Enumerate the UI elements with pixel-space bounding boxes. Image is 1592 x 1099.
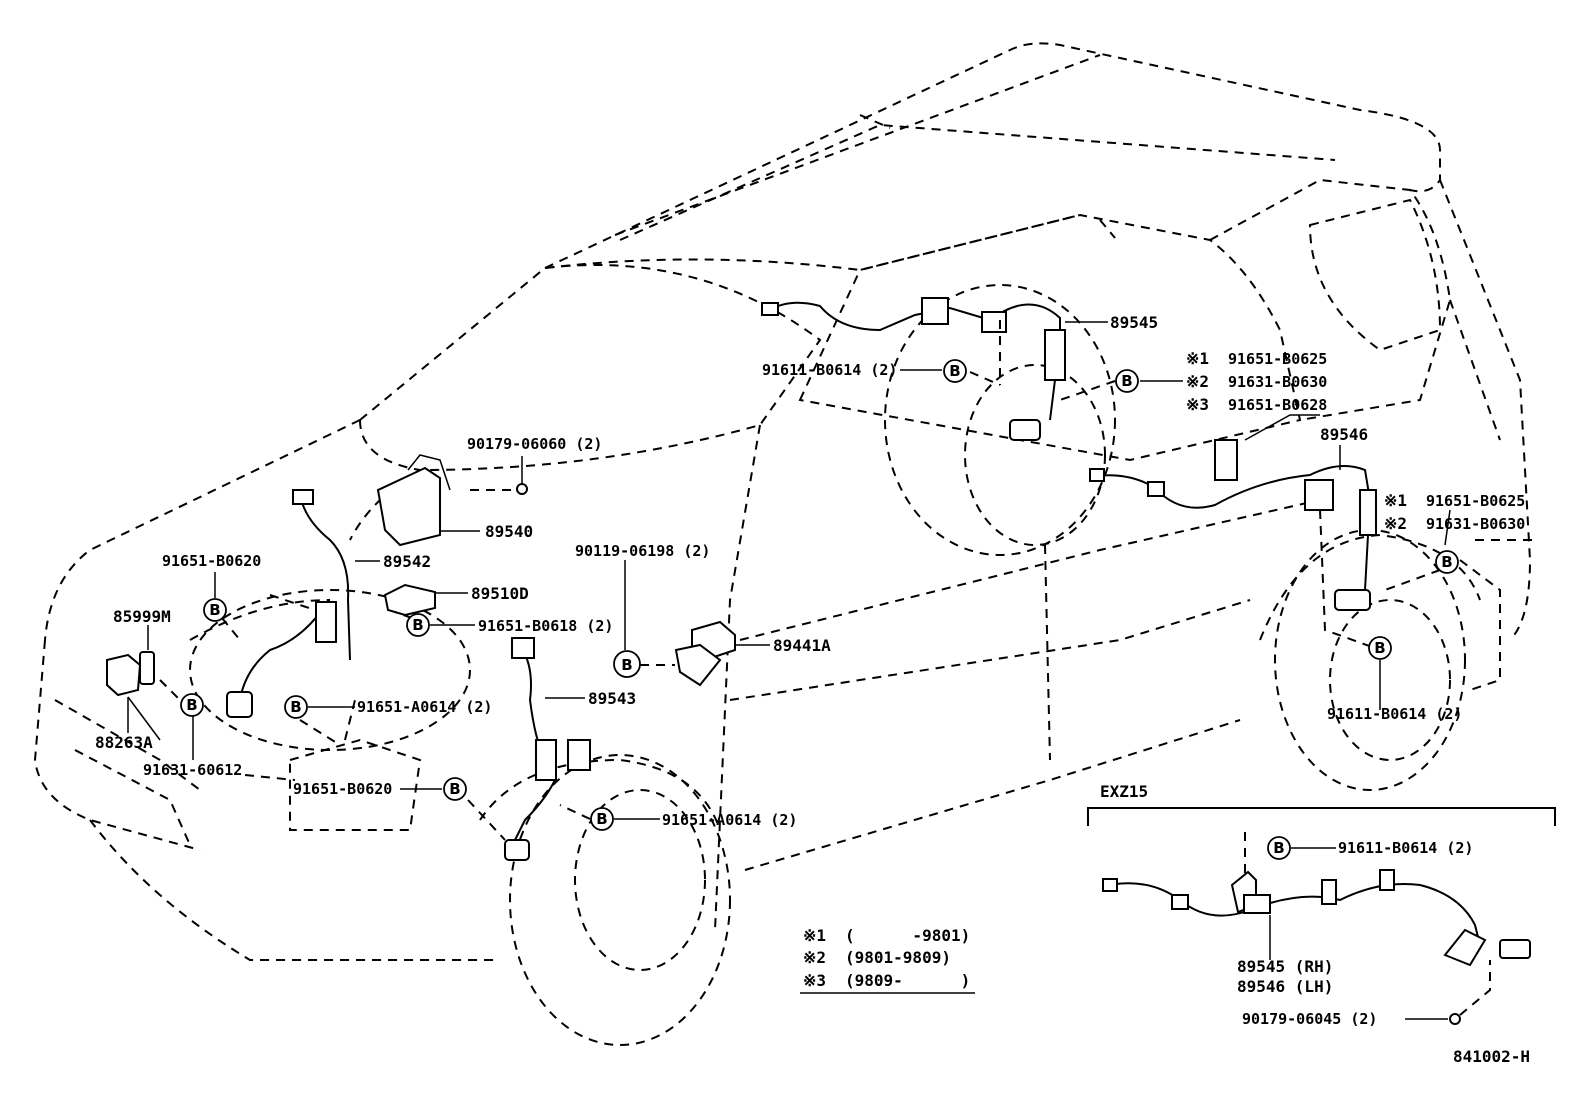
- vehicle-outline: [33, 42, 1535, 1046]
- svg-text:B: B: [596, 810, 607, 828]
- label-91611-b0614-top: 91611-B0614 (2): [762, 361, 897, 379]
- label-89545: 89545: [1110, 313, 1158, 332]
- svg-text:B: B: [1121, 372, 1132, 390]
- svg-text:B: B: [1441, 553, 1452, 571]
- callout-right-part-2: 91631-B0630: [1426, 515, 1525, 533]
- label-89546-lh: 89546 (LH): [1237, 977, 1333, 996]
- front-sensor-harness-89543: [504, 637, 591, 861]
- callout-upper-part-3: 91651-B0628: [1228, 396, 1327, 414]
- exz15-inset: EXZ15 91611-B0614 (2) 89545 (RH) 89546 (…: [1087, 782, 1556, 1028]
- svg-text:B: B: [186, 696, 197, 714]
- bolt-marker: B: [180, 693, 204, 717]
- callout-upper-part-2: 91631-B0630: [1228, 373, 1327, 391]
- callout-right-mark-1: ※1: [1384, 491, 1407, 510]
- label-89546: 89546: [1320, 425, 1368, 444]
- svg-text:B: B: [949, 362, 960, 380]
- svg-text:B: B: [449, 780, 460, 798]
- svg-text:B: B: [290, 698, 301, 716]
- callout-right-part-1: 91651-B0625: [1426, 492, 1525, 510]
- label-89540: 89540: [485, 522, 533, 541]
- bolt-marker: B: [1115, 369, 1139, 393]
- legend-range-1: ( -9801): [845, 926, 970, 945]
- bolt-marker: B: [1267, 836, 1291, 860]
- bolt-marker: B: [203, 598, 227, 622]
- svg-text:B: B: [1273, 839, 1284, 857]
- label-91651-b0620-low: 91651-B0620: [293, 780, 392, 798]
- sensor-89510d: [383, 583, 436, 617]
- yaw-sensor-89441a: [674, 620, 736, 687]
- callout-upper-mark-3: ※3: [1186, 395, 1209, 414]
- sensor-88263a: [106, 653, 142, 697]
- bolt-marker: B: [443, 777, 467, 801]
- part-labels: 89545 91611-B0614 (2) ※1 91651-B0625 ※2 …: [95, 313, 1525, 829]
- bolt-marker: B: [284, 695, 308, 719]
- abs-actuator-89540: [376, 454, 528, 547]
- legend-range-2: (9801-9809): [845, 948, 951, 967]
- legend-mark-3: ※3: [803, 971, 826, 990]
- label-91651-b0620-left: 91651-B0620: [162, 552, 261, 570]
- label-90119-06198: 90119-06198 (2): [575, 542, 710, 560]
- legend-range-3: (9809- ): [845, 971, 970, 990]
- bolt-markers: B B B B B B B B B B B B: [180, 359, 1459, 860]
- label-89542: 89542: [383, 552, 431, 571]
- bolt-marker: B: [406, 613, 430, 637]
- leader-lines: [127, 320, 1451, 841]
- legend: ※1 ( -9801) ※2 (9801-9809) ※3 (9809- ): [800, 926, 975, 994]
- bolt-marker: B: [943, 359, 967, 383]
- label-91651-a0614-mid: 91651-A0614 (2): [357, 698, 492, 716]
- svg-text:B: B: [621, 656, 632, 674]
- label-89543: 89543: [588, 689, 636, 708]
- callout-upper-part-1: 91651-B0625: [1228, 350, 1327, 368]
- label-91651-a0614-low: 91651-A0614 (2): [662, 811, 797, 829]
- callout-upper-mark-1: ※1: [1186, 349, 1209, 368]
- label-91611-b0614-right: 91611-B0614 (2): [1327, 705, 1462, 723]
- exz15-title: EXZ15: [1100, 782, 1148, 801]
- label-89510d: 89510D: [471, 584, 529, 603]
- bolt-marker: B: [590, 807, 614, 831]
- switch-85999m: [139, 651, 155, 685]
- svg-text:B: B: [209, 601, 220, 619]
- label-90179-06045: 90179-06045 (2): [1242, 1010, 1377, 1028]
- label-91611-b0614-exz: 91611-B0614 (2): [1338, 839, 1473, 857]
- legend-mark-2: ※2: [803, 948, 826, 967]
- label-89441a: 89441A: [773, 636, 831, 655]
- label-85999m: 85999M: [113, 607, 171, 626]
- svg-text:B: B: [412, 616, 423, 634]
- label-90179-06060: 90179-06060 (2): [467, 435, 602, 453]
- callout-upper-mark-2: ※2: [1186, 372, 1209, 391]
- bolt-marker: B: [1435, 550, 1459, 574]
- front-sensor-harness-89542: [226, 489, 351, 718]
- sensor-harness-rear-left: [1089, 439, 1377, 611]
- label-91631-60612: 91631-60612: [143, 761, 242, 779]
- callout-right-mark-2: ※2: [1384, 514, 1407, 533]
- label-88263a: 88263A: [95, 733, 153, 752]
- bolt-marker: B: [613, 650, 641, 678]
- label-91651-b0618: 91651-B0618 (2): [478, 617, 613, 635]
- label-89545-rh: 89545 (RH): [1237, 957, 1333, 976]
- bolt-marker: B: [1368, 636, 1392, 660]
- svg-text:B: B: [1374, 639, 1385, 657]
- legend-mark-1: ※1: [803, 926, 826, 945]
- figure-code: 841002-H: [1453, 1047, 1530, 1066]
